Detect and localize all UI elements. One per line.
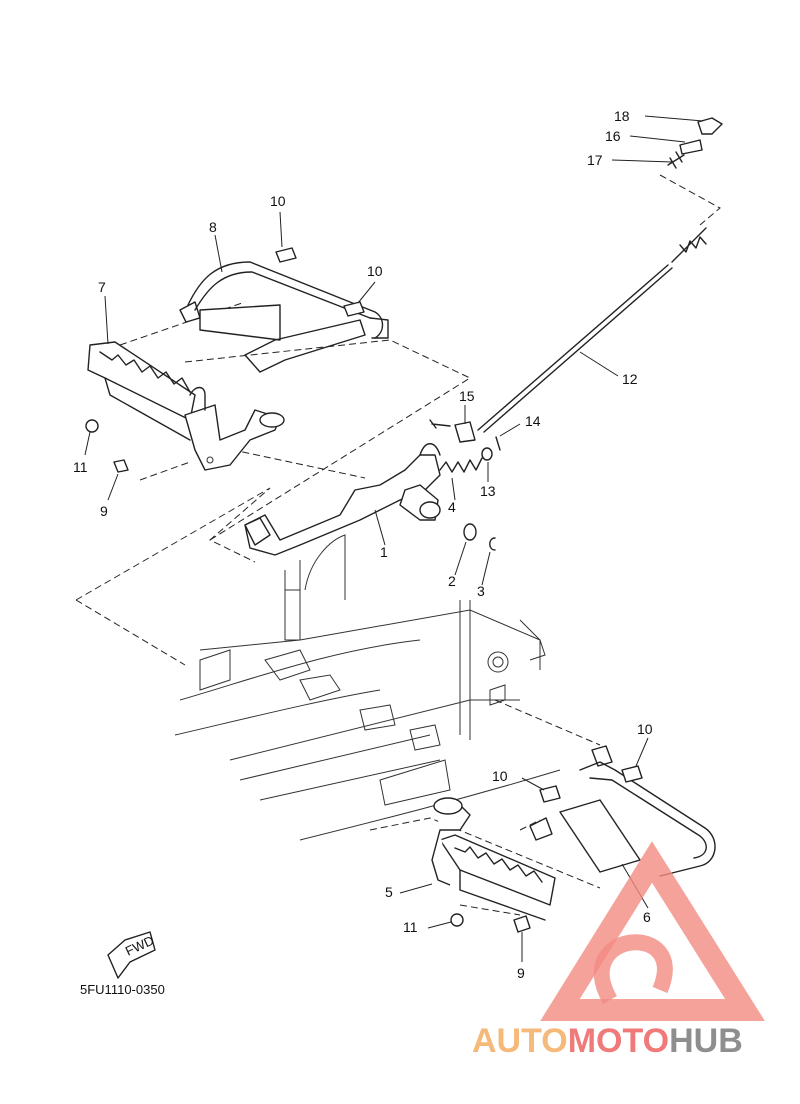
rod-adjuster <box>667 117 723 169</box>
callout-7: 7 <box>98 279 106 295</box>
callout-13: 13 <box>480 483 496 499</box>
callout-10-top: 10 <box>270 193 286 209</box>
callout-9-right: 9 <box>517 965 525 981</box>
brake-rod-joint <box>429 419 501 461</box>
brake-pedal <box>244 443 441 556</box>
watermark-hub: HUB <box>669 1022 743 1060</box>
watermark-text: AUTOMOTOHUB <box>472 1022 743 1060</box>
diagram-code: 5FU1110-0350 <box>80 982 165 997</box>
watermark-moto: MOTO <box>568 1022 669 1060</box>
callout-9-left: 9 <box>100 503 108 519</box>
callout-leaders <box>84 115 704 962</box>
right-footrest <box>431 797 556 933</box>
callout-1: 1 <box>380 544 388 560</box>
right-guard-bracket <box>529 745 716 877</box>
callout-8: 8 <box>209 219 217 235</box>
frame-outline <box>174 534 561 841</box>
callout-15: 15 <box>459 388 475 404</box>
left-fasteners <box>85 247 365 473</box>
callout-4: 4 <box>448 499 456 515</box>
fwd-arrow: FWD <box>107 931 156 979</box>
left-footrest <box>87 341 285 471</box>
callout-14: 14 <box>525 413 541 429</box>
watermark-auto: AUTO <box>472 1022 568 1060</box>
callout-numbers: 18 16 17 10 8 10 7 12 15 14 11 13 4 9 1 … <box>73 108 653 981</box>
washer-clip-spring <box>439 457 496 551</box>
callout-11-right: 11 <box>403 919 418 935</box>
callout-17: 17 <box>587 152 603 168</box>
callout-3: 3 <box>477 583 485 599</box>
callout-10-right-mid: 10 <box>492 768 508 784</box>
callout-2: 2 <box>448 573 456 589</box>
brake-rod <box>477 227 707 433</box>
callout-16: 16 <box>605 128 621 144</box>
callout-11-left: 11 <box>73 459 88 475</box>
callout-18: 18 <box>614 108 630 124</box>
callout-10-mid: 10 <box>367 263 383 279</box>
assembly-dashed-lines <box>75 174 721 916</box>
callout-12: 12 <box>622 371 638 387</box>
left-guard-bracket <box>179 261 389 373</box>
callout-5: 5 <box>385 884 393 900</box>
callout-10-right-top: 10 <box>637 721 653 737</box>
callout-6: 6 <box>643 909 651 925</box>
watermark-logo: AUTOMOTOHUB <box>472 841 765 1060</box>
